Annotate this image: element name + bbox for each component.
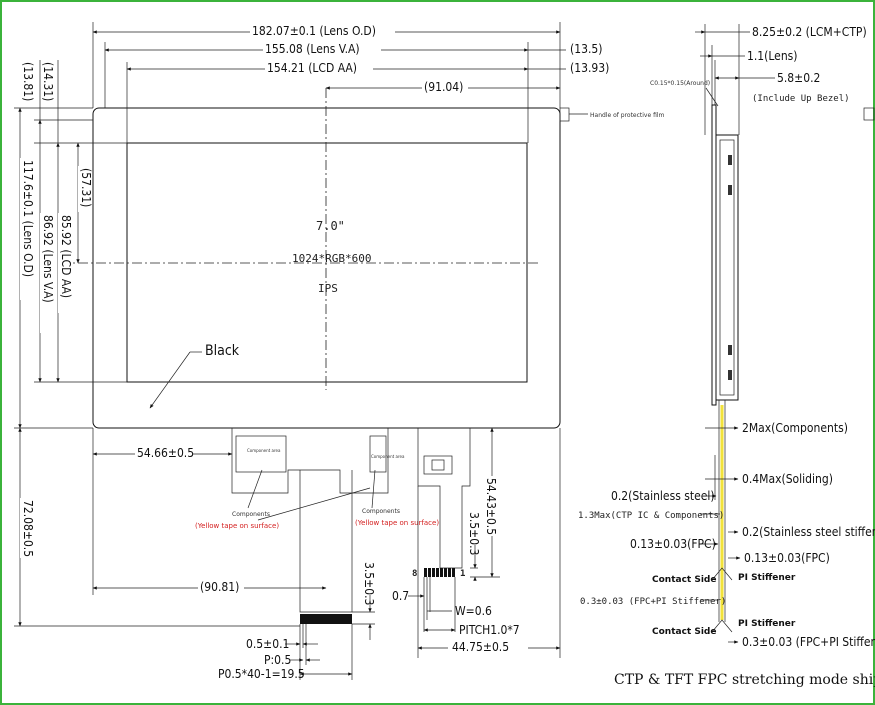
component-chip-a — [235, 435, 287, 473]
pin-1: 1 — [460, 569, 465, 579]
dim-5-8: 5.8±0.2 — [777, 71, 820, 85]
yellow-tape-b: (Yellow tape on surface) — [355, 519, 439, 527]
dim-2max: 2Max(Components) — [742, 421, 848, 435]
dim-fpc-a: 0.13±0.03(FPC) — [630, 537, 716, 551]
black-label: Black — [205, 343, 240, 359]
dim-fpc-pi-a: 0.3±0.03 (FPC+PI Stiffener) — [580, 597, 726, 607]
ctp-fpc-outline — [417, 428, 471, 569]
front-view: Handle of protective film 182.07±0.1 (Le… — [14, 22, 665, 681]
component-chip-b — [369, 435, 387, 473]
side-lens — [711, 104, 717, 406]
bezel-note: (Include Up Bezel) — [752, 94, 850, 104]
resolution-label: 1024*RGB*600 — [292, 252, 371, 265]
dim-p-total: P0.5*40-1=19.5 — [218, 667, 305, 681]
dim-13-5: (13.5) — [570, 42, 602, 56]
dim-13-93: (13.93) — [570, 61, 609, 75]
caption: CTP & TFT FPC stretching mode shipment — [614, 672, 875, 688]
dim-lens-od-width: 182.07±0.1 (Lens O.D) — [252, 24, 376, 38]
dim-0-4max: 0.4Max(Soliding) — [742, 472, 833, 486]
dim-lens-od-height: 117.6±0.1 (Lens O.D) — [21, 160, 35, 277]
ctp-ic — [423, 455, 453, 475]
dim-fpc-b: 0.13±0.03(FPC) — [744, 551, 830, 565]
active-area — [126, 142, 528, 383]
svg-text:Component area: Component area — [371, 454, 405, 459]
dim-1-1: 1.1(Lens) — [747, 49, 798, 63]
dim-3-5-ctp: 3.5±0.3 — [467, 512, 481, 555]
dim-w-0-6: W=0.6 — [455, 604, 492, 618]
dim-54-43: 54.43±0.5 — [484, 478, 498, 535]
dim-44-75: 44.75±0.5 — [452, 640, 509, 654]
dim-lens-va-height: 86.92 (Lens V.A) — [41, 215, 55, 303]
dim-1-3max: 1.3Max(CTP IC & Components) — [578, 511, 724, 521]
dim-13-81: (13.81) — [21, 62, 35, 101]
ips-label: IPS — [318, 282, 338, 295]
side-view: 8.25±0.2 (LCM+CTP) 1.1(Lens) 5.8±0.2 (In… — [578, 24, 875, 649]
dim-14-31: (14.31) — [41, 62, 55, 101]
components-label-a: Components — [232, 511, 270, 518]
dim-8-25: 8.25±0.2 (LCM+CTP) — [752, 25, 867, 39]
chamfer-note: C0.15*0.15(Around) — [650, 80, 710, 87]
yellow-tape-a: (Yellow tape on surface) — [195, 522, 279, 530]
dim-lens-va-width: 155.08 (Lens V.A) — [265, 42, 360, 56]
dim-0-5: 0.5±0.1 — [246, 637, 289, 651]
contact-side-b: Contact Side — [652, 627, 716, 637]
dim-lcd-aa-height: 85.92 (LCD AA) — [59, 215, 73, 298]
tft-fpc-connector — [300, 614, 352, 624]
dim-91-04: (91.04) — [424, 80, 463, 94]
tft-fpc-outline — [231, 428, 389, 613]
pi-stiffener-a: PI Stiffener — [738, 573, 796, 583]
pi-stiffener-b: PI Stiffener — [738, 619, 796, 629]
dim-54-66: 54.66±0.5 — [137, 446, 194, 460]
handle-tab — [559, 107, 570, 122]
size-label: 7.0" — [316, 219, 345, 233]
dim-fpc-pi-b: 0.3±0.03 (FPC+PI Stiffener) — [742, 635, 875, 649]
pin-8: 8 — [412, 569, 417, 579]
components-label-b: Components — [362, 508, 400, 515]
contact-side-a: Contact Side — [652, 575, 716, 585]
dim-ss-stiffener: 0.2(Stainless steel stiffener) — [742, 525, 875, 539]
dim-p-0-5: P:0.5 — [264, 653, 291, 667]
dim-0-7: 0.7 — [392, 589, 409, 603]
svg-text:Component area: Component area — [247, 448, 281, 453]
lens-outline — [92, 107, 561, 429]
dim-72-08: 72.08±0.5 — [21, 500, 35, 557]
dim-3-5-tft: 3.5±0.3 — [362, 562, 376, 605]
dim-57-31: (57.31) — [79, 168, 93, 207]
dim-lcd-aa-width: 154.21 (LCD AA) — [267, 61, 357, 75]
dim-90-81: (90.81) — [200, 580, 239, 594]
side-lcm — [715, 134, 739, 401]
dim-pitch: PITCH1.0*7 — [459, 623, 520, 637]
ctp-contact-pins — [424, 568, 455, 577]
dim-0-2-ss: 0.2(Stainless steel) — [611, 489, 715, 503]
handle-note-1: Handle of protective film — [590, 112, 665, 119]
